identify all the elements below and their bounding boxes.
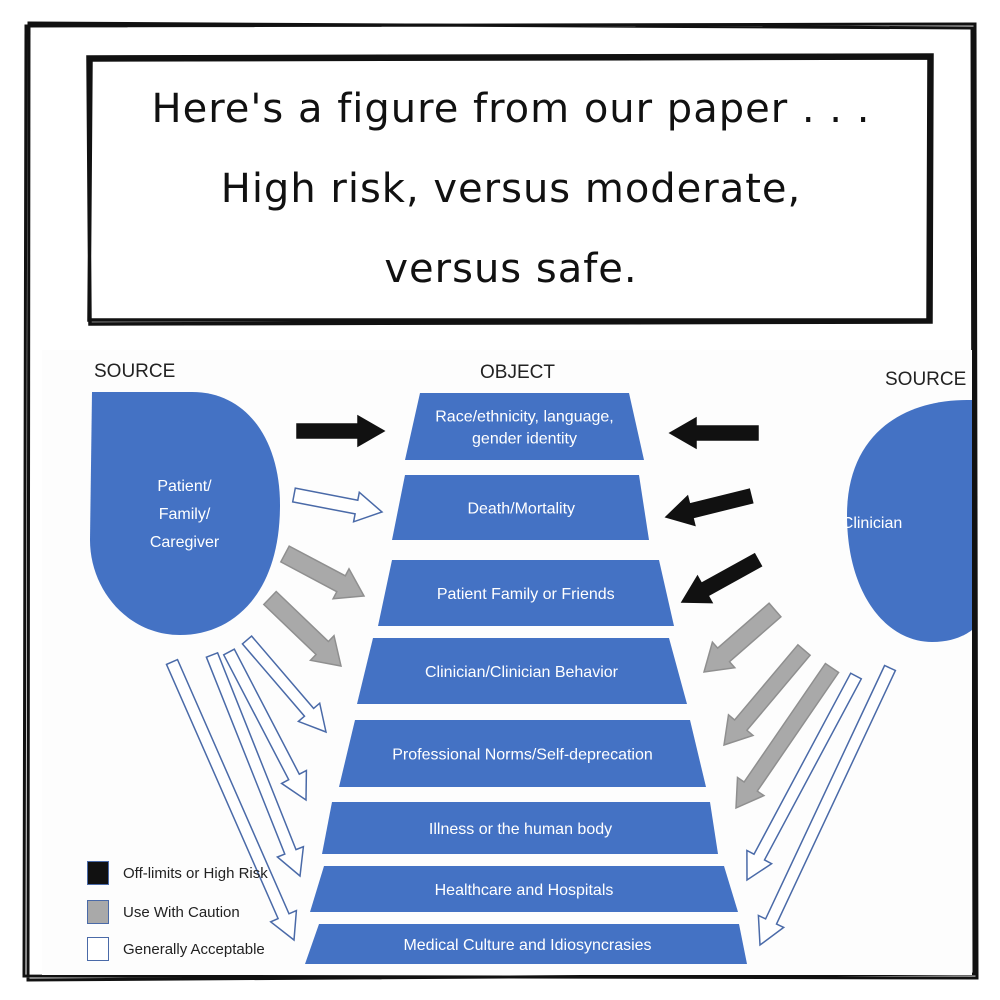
object-trapezoids: Race/ethnicity, language, gender identity… bbox=[305, 393, 747, 964]
legend-swatch-high-risk bbox=[87, 861, 109, 885]
outer-frame bbox=[22, 21, 979, 982]
arrows bbox=[165, 414, 897, 947]
legend-label-caution: Use With Caution bbox=[123, 903, 240, 921]
object-box bbox=[378, 560, 674, 626]
object-label: Race/ethnicity, language, bbox=[435, 409, 613, 426]
object-header: OBJECT bbox=[480, 362, 555, 383]
object-label: Illness or the human body bbox=[429, 821, 612, 838]
source-left-line: Patient/ bbox=[157, 478, 212, 495]
object-box bbox=[322, 802, 718, 854]
figure-panel: Race/ethnicity, language, gender identity… bbox=[42, 350, 972, 975]
object-box bbox=[392, 475, 649, 540]
arrow-acceptable bbox=[222, 648, 308, 802]
source-left-line: Caregiver bbox=[149, 534, 220, 551]
arrow-caution bbox=[279, 545, 366, 600]
arrow-high-risk bbox=[664, 488, 754, 527]
arrow-acceptable bbox=[291, 487, 384, 523]
arrow-caution bbox=[735, 662, 840, 810]
arrow-high-risk bbox=[668, 416, 759, 450]
source-left-header: SOURCE bbox=[94, 361, 176, 382]
arrow-caution bbox=[723, 643, 812, 747]
object-label: Death/Mortality bbox=[467, 501, 575, 518]
object-box bbox=[339, 720, 706, 787]
arrow-acceptable bbox=[746, 672, 863, 882]
source-left-label: Patient/ Family/ Caregiver bbox=[102, 473, 267, 557]
arrow-acceptable bbox=[241, 635, 328, 734]
object-label: Healthcare and Hospitals bbox=[435, 882, 614, 899]
object-label: gender identity bbox=[472, 431, 577, 448]
caption-text: Here's a figure from our paper . . . Hig… bbox=[151, 86, 871, 292]
legend-swatch-caution bbox=[87, 900, 109, 924]
object-box bbox=[405, 393, 644, 460]
object-box bbox=[305, 924, 747, 964]
caption-box-border bbox=[86, 53, 934, 326]
object-box bbox=[357, 638, 687, 704]
legend-swatch-acceptable bbox=[87, 937, 109, 961]
arrow-high-risk bbox=[680, 552, 763, 604]
object-label: Professional Norms/Self-deprecation bbox=[392, 747, 653, 764]
object-label: Medical Culture and Idiosyncrasies bbox=[403, 937, 651, 954]
legend-label-acceptable: Generally Acceptable bbox=[123, 940, 265, 958]
arrow-acceptable bbox=[205, 651, 305, 878]
source-right-header: SOURCE bbox=[885, 369, 967, 390]
source-left-shape bbox=[90, 392, 280, 635]
arrow-caution bbox=[262, 590, 342, 667]
source-right-shape bbox=[847, 400, 972, 642]
arrow-acceptable bbox=[165, 658, 298, 942]
source-right-label: Clinician bbox=[841, 515, 903, 532]
arrow-acceptable bbox=[757, 664, 897, 947]
object-box bbox=[310, 866, 738, 912]
diagram-svg: Race/ethnicity, language, gender identity… bbox=[90, 392, 972, 964]
object-label: Patient Family or Friends bbox=[437, 586, 615, 603]
arrow-caution bbox=[702, 602, 782, 673]
source-left-line: Family/ bbox=[158, 506, 211, 523]
object-label: Clinician/Clinician Behavior bbox=[425, 664, 619, 681]
legend-label-high-risk: Off-limits or High Risk bbox=[123, 864, 268, 882]
arrow-high-risk bbox=[296, 414, 386, 448]
